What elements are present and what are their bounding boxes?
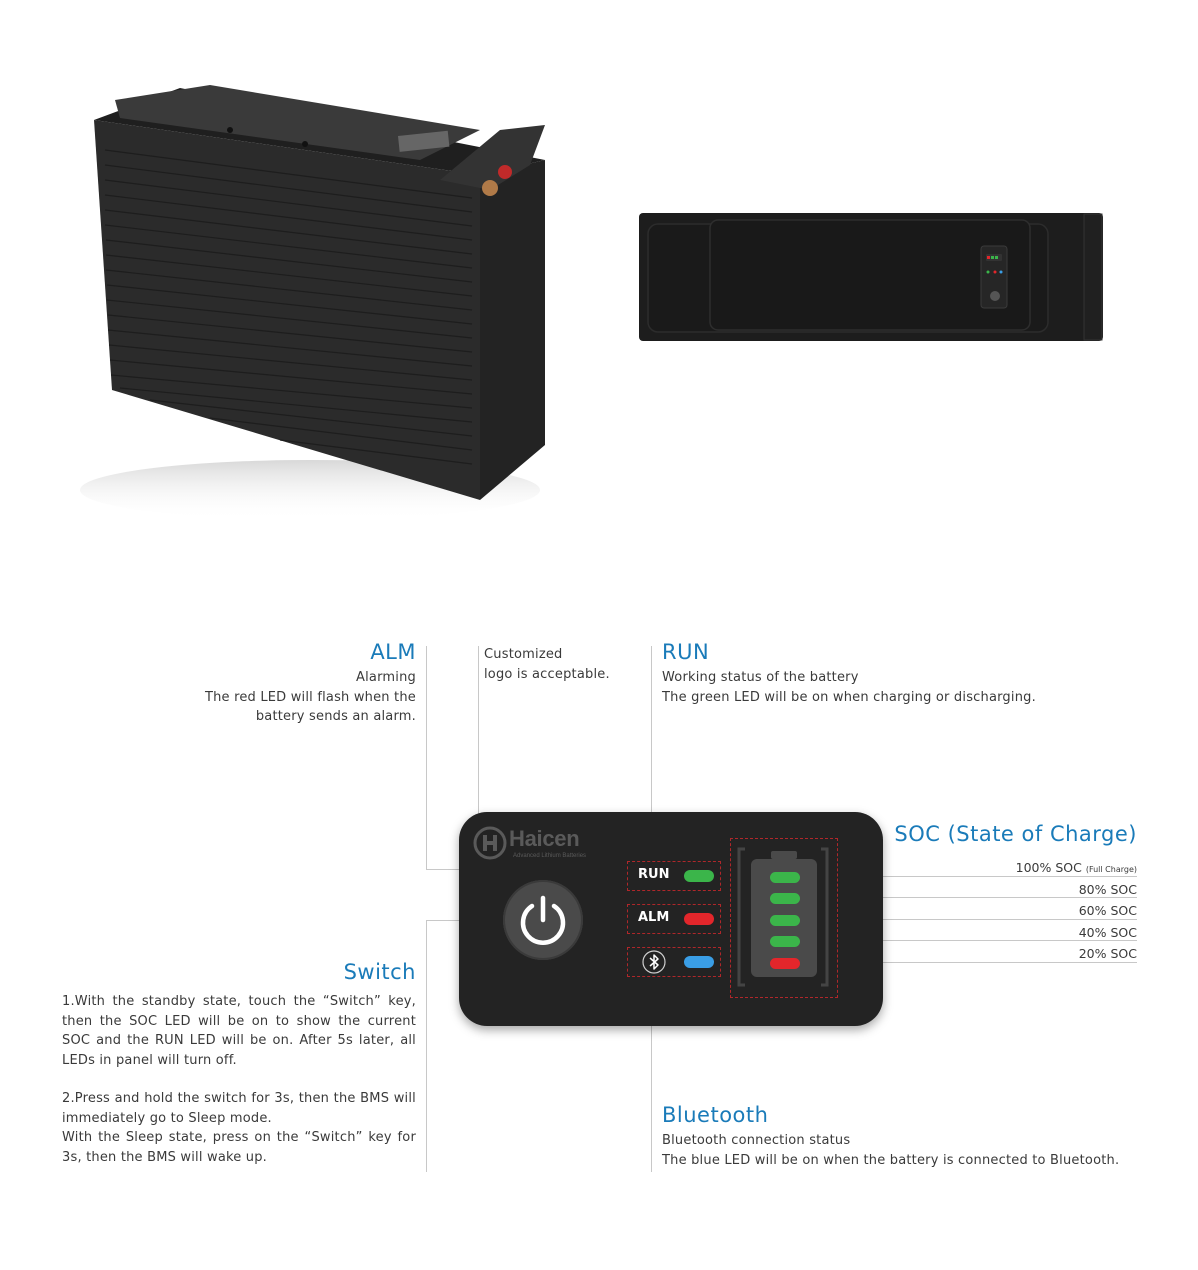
switch-button[interactable] [503,880,583,960]
brand-tagline: Advanced Lithium Batteries [513,853,587,859]
soc-title: SOC (State of Charge) [894,822,1137,846]
bluetooth-desc: The blue LED will be on when the battery… [662,1152,1120,1168]
switch-title: Switch [343,960,416,984]
alm-led [684,913,714,925]
alm-indicator: ALM [627,904,721,934]
brand-logo-icon [473,826,507,860]
soc-item-40: 40% SOC [1078,925,1137,940]
alm-desc-line2: battery sends an alarm. [255,709,416,724]
soc-item-80: 80% SOC [1078,882,1137,897]
run-annotation: RUN Working status of the battery The gr… [662,640,1122,707]
bluetooth-annotation: Bluetooth Bluetooth connection status Th… [662,1103,1142,1170]
battery-perspective-image [80,85,545,520]
soc-item-100-note: (Full Charge) [1085,865,1137,874]
soc-leader-100 [800,876,1137,877]
soc-leader-20 [800,962,1137,963]
logo-note: Customized logo is acceptable. [484,645,644,684]
alm-label: ALM [638,910,670,925]
bluetooth-leader [651,965,652,1172]
soc-item-60: 60% SOC [1078,903,1137,918]
soc-led-60 [770,915,800,926]
soc-item-20: 20% SOC [1078,946,1137,961]
soc-leader-80 [800,897,1137,898]
soc-item-100-label: 100% SOC [1015,860,1082,875]
run-subtitle: Working status of the battery [662,670,859,685]
soc-led-20 [770,958,800,969]
brand-name: Haicen [509,826,580,851]
soc-led-80 [770,893,800,904]
bluetooth-subtitle: Bluetooth connection status [662,1133,851,1148]
alm-title: ALM [370,640,416,664]
battery-top-view-image [639,213,1103,341]
run-indicator: RUN [627,861,721,891]
run-title: RUN [662,640,710,664]
run-led [684,870,714,882]
switch-p2: 2.Press and hold the switch for 3s, then… [62,1091,416,1126]
run-label: RUN [638,867,670,882]
power-icon [520,895,566,945]
alm-annotation: ALM Alarming The red LED will flash when… [120,640,416,727]
brand-logo: Haicen Advanced Lithium Batteries [473,826,586,864]
alm-subtitle: Alarming [356,670,416,685]
control-panel: Haicen Advanced Lithium Batteries RUN AL… [459,812,883,1026]
soc-leader-60 [800,919,1137,920]
alm-leader-vertical [426,646,427,870]
logo-leader [478,646,479,826]
run-desc: The green LED will be on when charging o… [662,689,1036,705]
soc-item-100: 100% SOC (Full Charge) [1016,860,1137,875]
bluetooth-led [684,956,714,968]
logo-note-line1: Customized [484,647,563,662]
soc-list: 100% SOC (Full Charge) 80% SOC 60% SOC 4… [1000,858,1137,968]
soc-leader-40 [800,940,1137,941]
soc-led-40 [770,936,800,947]
run-leader [651,646,652,860]
switch-leader-vertical [426,920,427,1172]
alm-desc-line1: The red LED will flash when the [204,689,416,705]
bluetooth-indicator [627,947,721,977]
logo-note-line2: logo is acceptable. [484,666,610,682]
bluetooth-title: Bluetooth [662,1103,769,1127]
switch-p3: With the Sleep state, press on the “Swit… [62,1130,416,1165]
soc-indicator [730,838,838,998]
soc-led-100 [770,872,800,883]
bluetooth-icon [642,950,666,974]
switch-p1: 1.With the standby state, touch the “Swi… [62,994,416,1068]
switch-annotation: Switch 1.With the standby state, touch t… [62,960,416,1167]
